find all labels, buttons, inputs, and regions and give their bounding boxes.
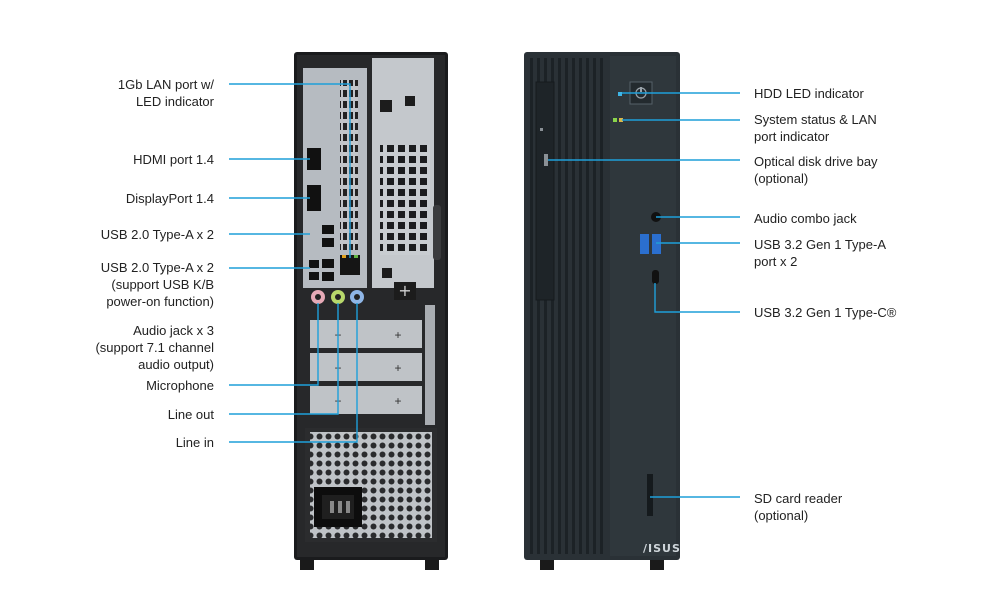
usbc-port [652, 270, 659, 284]
label-odd-bay: Optical disk drive bay (optional) [754, 154, 878, 186]
callout-lines [229, 83, 740, 498]
callout-lineout [229, 303, 339, 415]
expansion-slot [310, 320, 422, 348]
back-view: + + + + + + + [294, 52, 448, 570]
callout-mic [229, 303, 319, 386]
label-line-in: Line in [175, 435, 214, 450]
label-lan-port: 1Gb LAN port w/ LED indicator [117, 77, 214, 109]
callout-usbc [654, 283, 740, 313]
label-usb2-a: USB 2.0 Type-A x 2 [100, 227, 214, 242]
callout-lan [229, 83, 351, 258]
label-microphone: Microphone [146, 378, 214, 393]
displayport [307, 185, 321, 211]
brand-logo: /ISUS [643, 542, 681, 555]
usb2-port-b [322, 259, 334, 268]
svg-text:+: + [394, 328, 401, 342]
label-system-status: System status & LAN port indicator [754, 112, 877, 144]
callout-linein [229, 303, 358, 443]
expansion-slot [310, 353, 422, 381]
front-stripes [530, 58, 603, 554]
svg-text:+: + [398, 281, 411, 300]
expansion-slot [310, 386, 422, 414]
usb32-port [640, 234, 649, 254]
svg-text:+: + [394, 361, 401, 375]
label-usb32-type-a: USB 3.2 Gen 1 Type-A port x 2 [754, 237, 886, 269]
label-usb2-b: USB 2.0 Type-A x 2 (support USB K/B powe… [100, 260, 214, 309]
status-led [613, 118, 617, 122]
label-displayport: DisplayPort 1.4 [125, 191, 214, 206]
label-audio-combo-jack: Audio combo jack [754, 211, 857, 226]
front-view [524, 52, 680, 570]
sd-slot [647, 474, 653, 516]
hdmi-port [307, 148, 321, 170]
hdd-led [618, 92, 622, 96]
label-line-out: Line out [167, 407, 214, 422]
svg-text:+: + [394, 394, 401, 408]
label-audio-jack: Audio jack x 3 (support 7.1 channel audi… [95, 323, 214, 372]
label-hdd-led: HDD LED indicator [754, 86, 864, 101]
label-hdmi-port: HDMI port 1.4 [133, 152, 214, 167]
handle [433, 205, 441, 260]
odd-bay [535, 81, 555, 301]
label-sd-card-reader: SD card reader (optional) [754, 491, 843, 523]
usb2-port-a [322, 225, 334, 234]
label-usb32-type-c: USB 3.2 Gen 1 Type-C® [754, 305, 897, 320]
lan-port [340, 255, 360, 275]
